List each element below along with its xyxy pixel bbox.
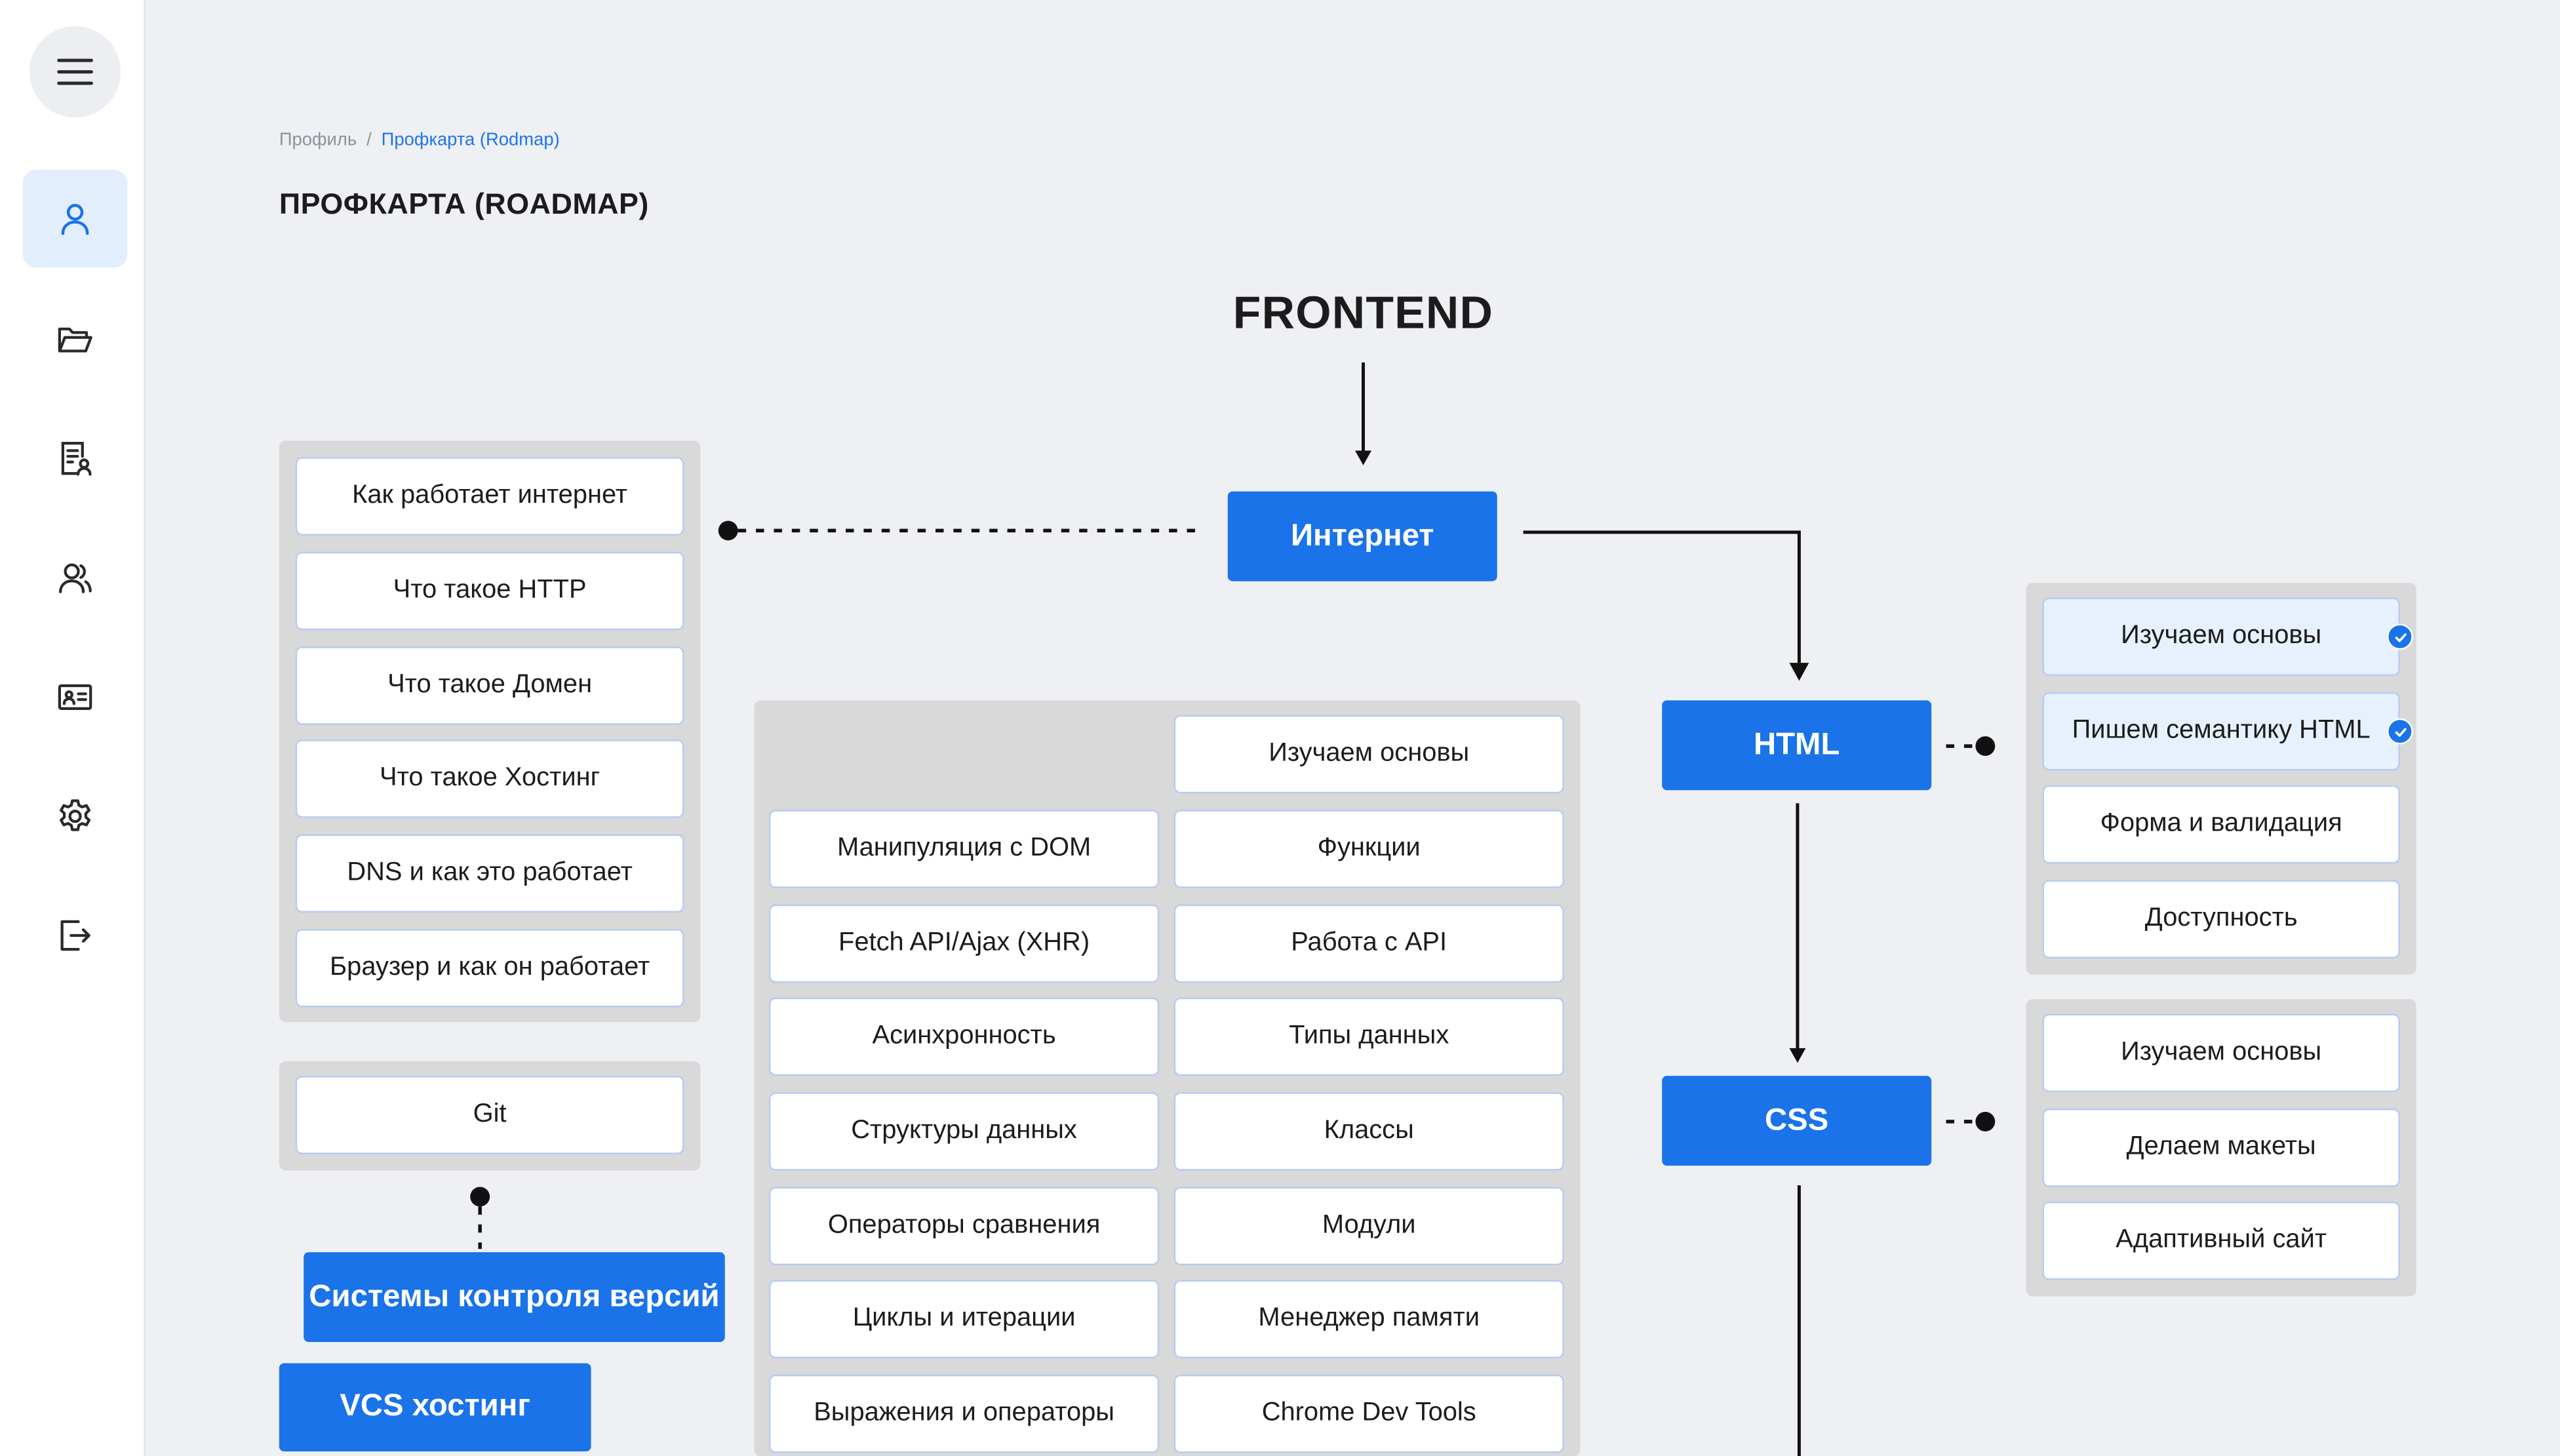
breadcrumb-root[interactable]: Профиль [279,130,357,151]
js-topic-item[interactable]: Выражения и операторы [768,1374,1160,1453]
internet-topic-item[interactable]: Что такое HTTP [295,551,684,631]
html-topic-label: Доступность [2144,904,2298,933]
internet-topic-item[interactable]: DNS и как это работает [295,834,684,913]
html-topic-label: Форма и валидация [2100,810,2342,838]
git-topic-item[interactable]: Git [295,1076,684,1154]
js-topic-item[interactable]: Манипуляция с DOM [768,810,1160,888]
css-topic-label: Изучаем основы [2121,1038,2322,1067]
breadcrumb-current[interactable]: Профкарта (Rodmap) [381,130,560,151]
arrowhead-html [1789,663,1809,681]
js-topic-item[interactable]: Работа с API [1173,904,1564,983]
js-topic-item[interactable]: Структуры данных [768,1092,1160,1171]
html-topic-item[interactable]: Форма и валидация [2042,785,2400,864]
html-topic-label: Пишем семантику HTML [2072,717,2371,745]
sidebar-item-id-card[interactable] [23,648,127,746]
connector-internet-html [1523,530,1801,665]
profile-icon [61,204,89,235]
js-topic-item[interactable]: Chrome Dev Tools [1173,1374,1564,1453]
css-topic-item[interactable]: Изучаем основы [2042,1013,2400,1093]
html-node[interactable]: HTML [1662,700,1932,791]
gear-icon [60,799,91,831]
logout-icon [60,920,90,951]
js-topic-item[interactable]: Классы [1173,1092,1564,1171]
internet-topic-item[interactable]: Что такое Хостинг [295,739,684,818]
resume-icon [61,442,92,476]
check-icon [2386,623,2413,650]
sidebar-item-resume[interactable] [23,410,127,507]
js-topic-item[interactable]: Изучаем основы [1173,715,1564,794]
js-topic-item[interactable]: Модули [1173,1187,1564,1266]
connector-dot-internet-topics [718,521,738,541]
html-topic-item[interactable]: Доступность [2042,880,2400,958]
css-topic-item[interactable]: Адаптивный сайт [2042,1201,2400,1280]
js-topic-item[interactable]: Функции [1173,810,1564,888]
users-icon [59,563,92,593]
connector-dot-css-topics [1975,1111,1996,1131]
html-topic-item-done[interactable]: Пишем семантику HTML [2042,692,2413,771]
internet-node[interactable]: Интернет [1227,491,1497,581]
js-topic-item[interactable]: Циклы и итерации [768,1280,1160,1359]
internet-topics-group [279,441,701,1022]
css-node[interactable]: CSS [1662,1076,1932,1166]
sidebar-item-logout[interactable] [23,886,127,984]
html-topic-item-done[interactable]: Изучаем основы [2042,597,2413,677]
arrowhead-internet [1355,450,1371,465]
css-topic-label: Делаем макеты [2126,1133,2316,1161]
menu-button[interactable] [29,26,121,118]
id-card-icon [58,684,92,710]
roadmap-title: FRONTEND [1232,287,1494,338]
css-topic-item[interactable]: Делаем макеты [2042,1108,2400,1187]
sidebar-item-profile[interactable] [22,170,128,268]
internet-topic-item[interactable]: Как работает интернет [295,457,684,536]
page-title: ПРОФКАРТА (ROADMAP) [279,187,649,221]
breadcrumb-separator: / [366,130,372,151]
sidebar-item-projects[interactable] [23,290,127,388]
folder-icon [58,327,92,353]
vcs-hosting-node[interactable]: VCS хостинг [279,1363,591,1451]
html-topic-label: Изучаем основы [2121,621,2322,650]
sidebar [0,0,146,1456]
js-topic-item[interactable]: Асинхронность [768,997,1160,1076]
js-topic-item[interactable]: Операторы сравнения [768,1187,1160,1266]
arrowhead-css [1789,1048,1806,1063]
js-topic-item[interactable]: Менеджер памяти [1173,1280,1564,1359]
internet-topic-item[interactable]: Браузер и как он работает [295,929,684,1008]
js-topic-item[interactable]: Fetch API/Ajax (XHR) [768,904,1160,983]
js-topic-item[interactable]: Типы данных [1173,997,1564,1076]
sidebar-item-team[interactable] [23,529,127,627]
css-topic-label: Адаптивный сайт [2116,1226,2327,1254]
check-icon [2386,718,2413,745]
connector-dot-html-topics [1975,736,1996,757]
sidebar-item-settings[interactable] [23,767,127,865]
internet-topic-item[interactable]: Что такое Домен [295,646,684,725]
hamburger-icon [57,58,93,85]
vcs-node[interactable]: Системы контроля версий [304,1252,725,1343]
breadcrumb: Профиль / Профкарта (Rodmap) [279,130,560,150]
connector-dot-git [470,1187,490,1207]
